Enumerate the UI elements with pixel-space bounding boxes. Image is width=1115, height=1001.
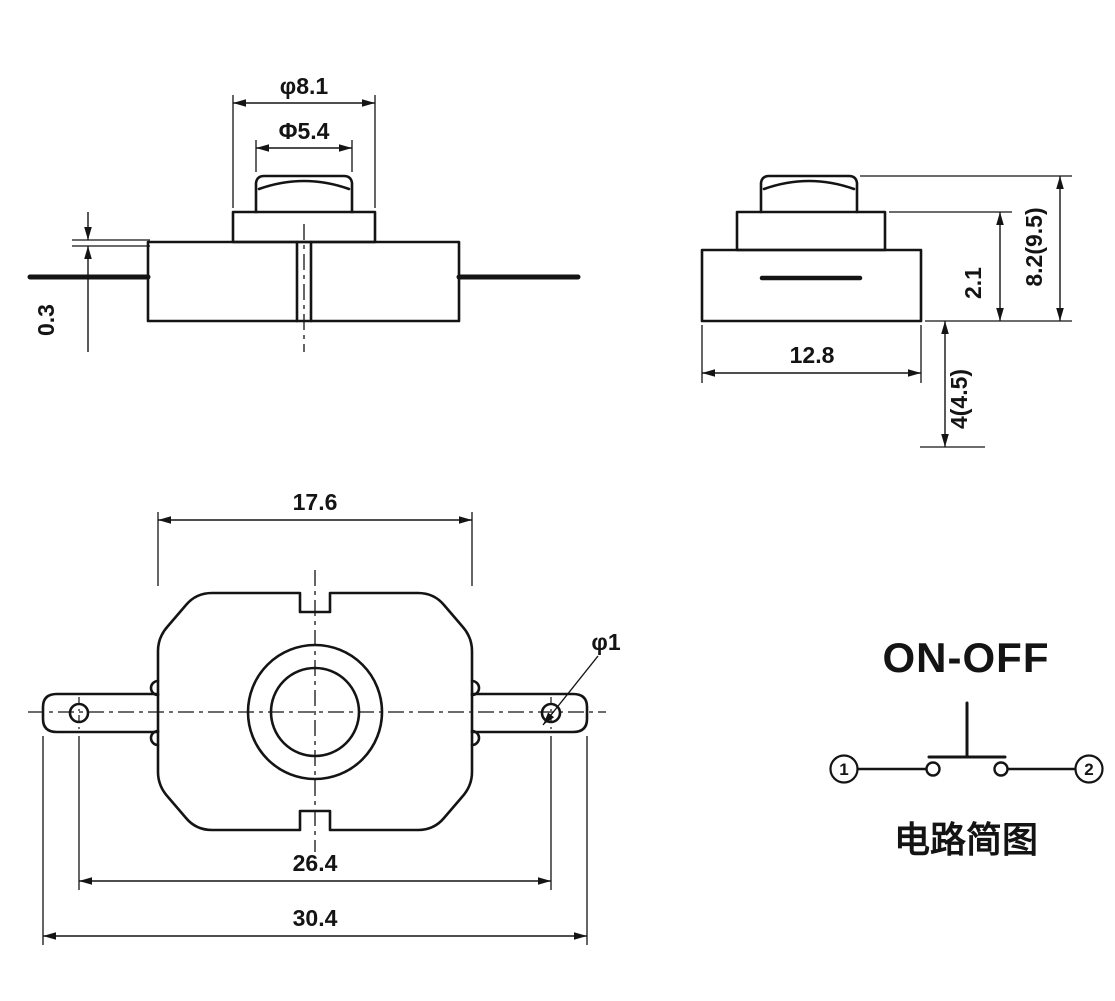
side-collar <box>735 210 887 252</box>
circuit-diagram: ON-OFF 1 2 电路简图 <box>829 634 1104 860</box>
dim-top-body-width: 17.6 <box>157 489 473 586</box>
dimension-label: 0.3 <box>33 304 59 336</box>
dimension-label: 8.2(9.5) <box>1021 207 1047 286</box>
dimension-label: 26.4 <box>293 850 338 876</box>
side-body <box>700 248 923 323</box>
front-view: φ8.1 Φ5.4 0.3 <box>27 73 581 352</box>
dimension-label: φ1 <box>591 629 620 655</box>
terminal-2-number: 2 <box>1084 760 1093 779</box>
dim-front-cap-inner: Φ5.4 <box>255 118 353 172</box>
contact-left <box>925 761 941 777</box>
terminal-2-circle <box>1074 754 1104 784</box>
front-button-dome-arc <box>257 179 351 191</box>
contact-right <box>993 761 1009 777</box>
dim-side-body-width: 12.8 <box>701 325 922 383</box>
dim-top-hole-dia: φ1 <box>542 629 621 726</box>
circuit-caption: 电路简图 <box>894 819 1038 860</box>
front-button-cap <box>254 174 354 214</box>
top-relief-arc <box>149 729 160 747</box>
dimension-label: 17.6 <box>293 489 338 515</box>
dim-top-overall-width: 30.4 <box>42 736 588 945</box>
front-body <box>146 240 461 323</box>
side-view: 12.8 8.2(9.5) 2.1 4(4.5) <box>700 174 1072 448</box>
side-button-dome-arc <box>762 179 856 191</box>
dim-front-lead-offset: 0.3 <box>33 212 150 352</box>
top-relief-arc <box>149 679 160 697</box>
top-ear-right <box>470 692 589 734</box>
dim-front-cap-outer: φ8.1 <box>232 73 376 208</box>
dimension-label: φ8.1 <box>280 73 329 99</box>
dimension-label: 30.4 <box>293 905 338 931</box>
circuit-title: ON-OFF <box>883 634 1050 681</box>
terminal-1-circle <box>829 754 859 784</box>
dimension-label: Φ5.4 <box>279 118 330 144</box>
top-relief-arc <box>470 679 481 697</box>
top-ear-left <box>41 692 160 734</box>
dim-top-hole-span: 26.4 <box>78 736 552 890</box>
top-view: 17.6 26.4 30.4 φ1 <box>28 489 621 945</box>
top-body-outline <box>156 591 474 832</box>
leader-line <box>542 655 599 726</box>
dim-side-total-height: 8.2(9.5) <box>1021 176 1064 321</box>
side-button-cap <box>759 174 859 214</box>
dimension-label: 4(4.5) <box>946 369 972 429</box>
dim-side-step-height: 2.1 <box>960 212 1004 321</box>
dim-side-lead-height: 4(4.5) <box>941 321 972 447</box>
dimension-label: 2.1 <box>960 267 986 299</box>
top-relief-arc <box>470 729 481 747</box>
dimension-label: 12.8 <box>790 342 835 368</box>
terminal-1-number: 1 <box>839 760 848 779</box>
